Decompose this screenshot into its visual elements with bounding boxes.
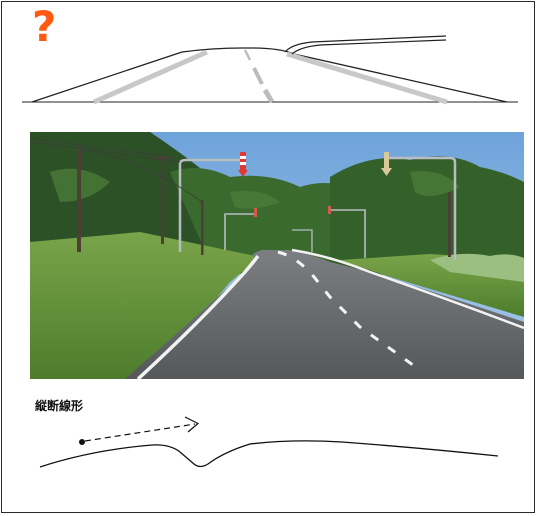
utility-pole-3 [201, 200, 204, 255]
center-dash-2 [252, 67, 264, 85]
center-line-dashes [277, 250, 421, 372]
bushes-right [430, 253, 524, 282]
distant-pole-2 [330, 209, 366, 258]
utility-pole-4 [448, 192, 451, 257]
tree-highlights [50, 168, 460, 209]
forest-right [330, 156, 524, 282]
edge-line-left [136, 254, 260, 379]
utility-pole-2 [161, 154, 164, 244]
distant-pole-1 [224, 213, 255, 250]
arrow-sign-red [240, 152, 246, 170]
lane-line-left [92, 49, 209, 105]
vertical-profile-sketch [39, 416, 499, 468]
edge-line-right [291, 248, 524, 330]
distant-sign-2 [328, 206, 331, 214]
center-dash-3 [262, 88, 275, 104]
vertical-alignment-label: 縦断線形 [35, 399, 84, 413]
power-lines [30, 137, 203, 203]
arrow-sign-yellow-tip [381, 168, 392, 176]
road-perspective-sketch [22, 35, 518, 105]
grass-left [30, 232, 260, 379]
road-photo [30, 132, 524, 379]
road-surface [125, 250, 524, 379]
utility-pole-1 [77, 147, 81, 252]
arrow-sign-yellow [384, 152, 389, 168]
arrow-sign-stripe [240, 162, 246, 165]
lane-line-right [286, 51, 448, 105]
direction-arrow-shaft [84, 423, 196, 442]
direction-arrow-head [184, 416, 200, 433]
arrow-pole-left [178, 158, 242, 252]
distant-road-lower [291, 39, 447, 55]
arrow-pole-right [388, 156, 457, 260]
road-photo-illustration [30, 132, 524, 379]
question-mark: ? [32, 2, 57, 51]
road-edge-left [31, 47, 252, 103]
arrow-sign-red-tip [238, 170, 248, 177]
distant-pole-3 [292, 229, 313, 252]
start-point-dot [79, 439, 85, 445]
distant-road-upper [284, 35, 447, 53]
distant-sign-1 [254, 208, 257, 217]
profile-curve [39, 440, 499, 468]
arrow-sign-stripe [240, 156, 246, 159]
center-dash-1 [243, 49, 252, 61]
